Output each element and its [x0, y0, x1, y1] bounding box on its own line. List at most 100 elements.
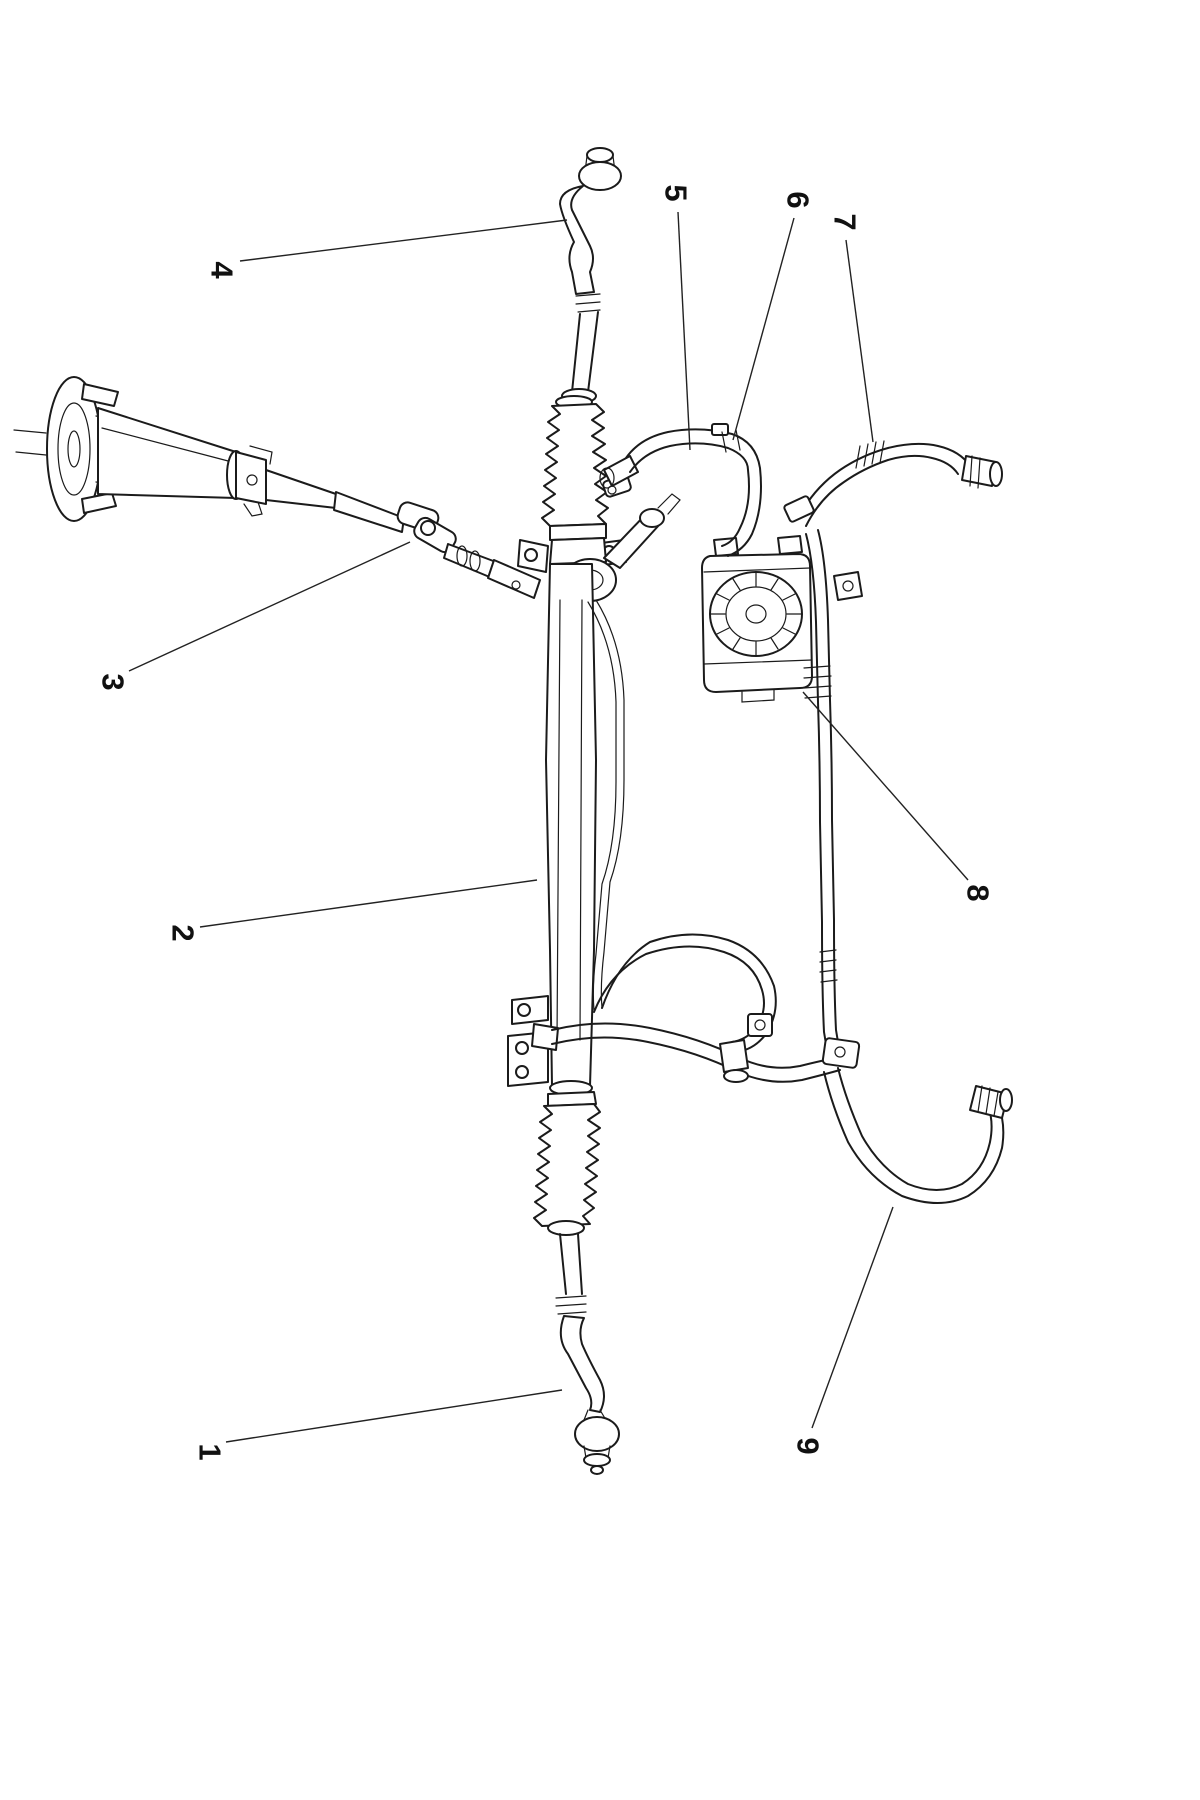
loop-hose-clamp — [747, 1013, 773, 1037]
reservoir-bottom-tab — [741, 689, 775, 703]
lower-hose-outer — [823, 1071, 1005, 1204]
gear-pipe-a — [595, 599, 625, 1009]
loop-hose-fitting — [719, 1039, 749, 1073]
gear-pipe-b — [587, 601, 617, 1011]
supply-hose-outer — [625, 428, 762, 557]
upper-ball-stud-housing — [578, 161, 622, 191]
callout-number-9: 9 — [791, 1437, 826, 1454]
leader-line-3 — [128, 541, 411, 672]
lower-fitting-ribs — [977, 1085, 999, 1117]
upper-tie-rod-arm — [559, 185, 595, 295]
rack-housing-highlights — [556, 599, 583, 1041]
return-hose-ribs-upper — [803, 665, 832, 699]
upper-bellows-boot — [541, 403, 609, 527]
leader-line-5 — [677, 211, 691, 451]
callout-number-5: 5 — [659, 184, 694, 201]
u-joint-cross — [420, 520, 436, 536]
power-steering-fluid-reservoir — [701, 535, 863, 703]
column-flange-hub — [67, 430, 81, 468]
steering-gear-rack — [507, 395, 681, 1096]
supply-hose-clamp — [721, 429, 741, 453]
cross-hose-inner — [551, 1036, 841, 1083]
lower-fitting-tip — [999, 1088, 1013, 1112]
loop-hose-inner — [593, 945, 765, 1043]
reservoir-cap-inner-ring — [725, 586, 787, 642]
pressure-hose-outer — [797, 442, 971, 519]
lower-tie-rod-assembly — [533, 1091, 620, 1475]
callout-number-1: 1 — [193, 1443, 228, 1460]
supply-hose-inner — [629, 442, 750, 547]
rack-hose-fitting — [531, 1023, 559, 1051]
rack-housing-tube — [545, 563, 597, 1087]
return-hose-inner — [805, 533, 829, 1057]
reservoir-cap-center — [745, 604, 767, 624]
callout-number-2: 2 — [166, 924, 201, 941]
leader-line-1 — [225, 1389, 563, 1443]
return-hose-outer — [817, 529, 841, 1055]
hose-junction-bracket — [821, 1037, 861, 1069]
reservoir-cap — [709, 571, 803, 657]
lower-inner-tie-rod — [559, 1233, 583, 1295]
leader-line-9 — [811, 1206, 894, 1429]
reservoir-body-lines — [703, 567, 813, 665]
mount-ear-left-hole — [524, 548, 538, 562]
pressure-fitting-ribs — [969, 455, 981, 489]
pinion-coupler — [487, 559, 541, 599]
lower-boot-clamp — [547, 1091, 597, 1107]
junction-bolt — [834, 1046, 846, 1058]
cross-hose-outer — [551, 1022, 837, 1069]
loop-clamp-bolt — [754, 1019, 766, 1031]
intermediate-shaft-upper — [265, 469, 337, 509]
lower-ball-stud-housing — [574, 1416, 620, 1452]
lower-bracket-hole-3 — [515, 1065, 529, 1079]
collar-ears — [243, 445, 273, 517]
pressure-hose-ribs — [855, 440, 885, 469]
hose-bracket-upper — [783, 495, 815, 523]
lower-hose-end-fitting — [969, 1085, 1009, 1119]
valve-fitting-elbow — [639, 508, 665, 528]
leader-line-7 — [845, 239, 874, 443]
column-tube — [97, 407, 237, 499]
pressure-hose-inner — [805, 454, 959, 527]
collar-bolt — [246, 474, 258, 486]
upper-inner-tie-rod — [571, 311, 599, 393]
lower-tie-rod-arm — [559, 1315, 605, 1413]
intermediate-shaft-lower — [333, 491, 405, 533]
flange-tab-upper — [81, 383, 119, 407]
supply-hose-elbow-end — [599, 467, 615, 489]
column-flange-inner — [57, 402, 91, 496]
pressure-fitting-tip — [989, 461, 1003, 487]
leader-line-4 — [239, 219, 568, 262]
lower-bracket-hole-1 — [517, 1003, 531, 1017]
supply-hose-elbow — [603, 455, 639, 487]
upper-jam-nut — [575, 293, 601, 313]
lower-stud-tip — [590, 1465, 604, 1475]
steering-column — [13, 376, 541, 599]
return-hose-ribs-lower — [819, 949, 838, 983]
leader-line-8 — [802, 691, 969, 881]
lower-bracket-hole-2 — [515, 1041, 529, 1055]
reservoir-clip — [833, 571, 863, 601]
lower-boot-collar — [547, 1220, 585, 1236]
reservoir-clip-bolt — [842, 580, 854, 592]
shaft-ring-2 — [469, 550, 481, 572]
reservoir-return-port — [777, 535, 803, 555]
hoses — [551, 423, 1013, 1204]
loop-fitting-nut — [723, 1069, 749, 1083]
upper-boot-lower-clamp — [549, 523, 607, 541]
shaft-ring-1 — [456, 545, 468, 567]
callout-number-8: 8 — [961, 884, 996, 901]
column-edge-stub — [13, 429, 47, 456]
coupler-bolt — [511, 580, 521, 590]
column-tube-highlight — [101, 427, 233, 463]
callout-number-7: 7 — [828, 213, 863, 230]
callout-number-3: 3 — [96, 673, 131, 690]
reservoir-cap-knurling — [710, 572, 802, 656]
valve-fitting-stub — [657, 493, 681, 515]
lower-tie-rod-nut — [583, 1453, 611, 1467]
upper-outer-tie-rod — [559, 147, 622, 404]
lower-jam-nut — [555, 1295, 587, 1315]
